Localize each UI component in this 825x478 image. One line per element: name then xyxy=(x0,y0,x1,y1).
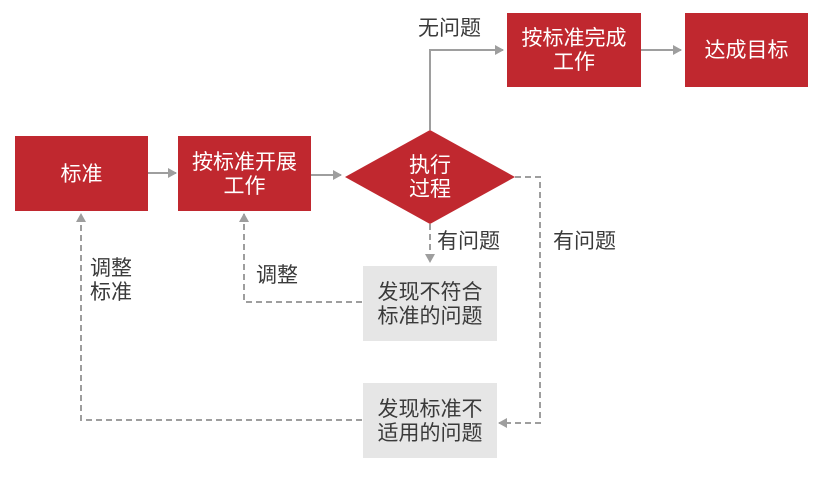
node-execute-work: 按标准开展 工作 xyxy=(178,136,311,211)
node-complete-work: 按标准完成 工作 xyxy=(507,13,641,87)
label-adjust-standard: 调整 标准 xyxy=(90,256,132,304)
node-inapplicable: 发现标准不 适用的问题 xyxy=(363,383,497,458)
arrow-nonconform-to-execute xyxy=(239,213,362,303)
label-adjust: 调整 xyxy=(256,263,298,287)
arrow-decision-to-inapplicable xyxy=(498,176,541,428)
decision-diamond xyxy=(345,130,515,224)
node-decision-label: 执行 过程 xyxy=(409,153,451,201)
label-has-problem-2: 有问题 xyxy=(553,229,616,253)
node-nonconform: 发现不符合 标准的问题 xyxy=(363,266,497,341)
node-standard: 标准 xyxy=(15,136,148,211)
arrow-inapplicable-to-standard xyxy=(76,213,362,421)
label-no-problem: 无问题 xyxy=(418,16,481,40)
label-has-problem-1: 有问题 xyxy=(437,229,500,253)
node-goal: 达成目标 xyxy=(685,13,808,87)
arrow-decision-to-complete xyxy=(429,45,504,130)
